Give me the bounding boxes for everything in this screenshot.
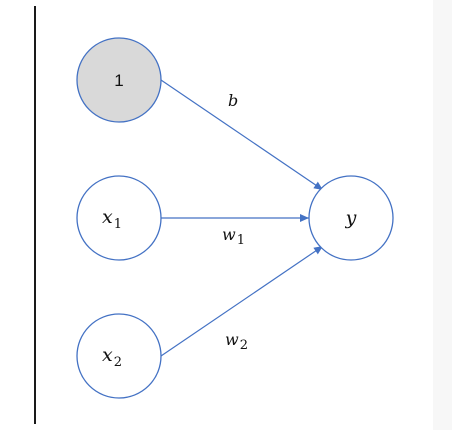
edge-x1-to-y: w1 — [161, 214, 309, 248]
node-bias-circle — [76, 37, 162, 123]
edge-line — [160, 245, 324, 357]
node-y-circle — [308, 175, 394, 261]
edge-label-w1-subscript: 1 — [237, 233, 245, 248]
node-y-label: y — [345, 207, 357, 229]
edge-label-w1: w1 — [222, 225, 245, 248]
node-bias: 1 — [76, 37, 162, 123]
edge-line — [160, 79, 324, 191]
edge-bias-to-y: b — [160, 79, 324, 191]
right-margin-strip — [433, 0, 452, 430]
node-x1: x1 — [76, 175, 162, 261]
node-x1-subscript: 1 — [114, 217, 122, 232]
edge-label-w2-letter: w — [225, 330, 239, 349]
edge-label-w2: w2 — [225, 330, 248, 353]
node-x1-letter: x — [102, 206, 113, 228]
node-x2-circle — [76, 313, 162, 399]
node-x1-circle — [76, 175, 162, 261]
node-y: y — [308, 175, 394, 261]
node-x1-label: x1 — [102, 206, 122, 232]
edge-label-b: b — [228, 91, 238, 110]
node-x2-letter: x — [102, 344, 113, 366]
node-x2-label: x2 — [102, 344, 122, 370]
edge-label-w1-letter: w — [222, 225, 236, 244]
node-x2-subscript: 2 — [114, 355, 122, 370]
left-border-line — [34, 6, 36, 424]
node-x2: x2 — [76, 313, 162, 399]
edge-x2-to-y: w2 — [160, 245, 324, 357]
edge-label-w2-subscript: 2 — [240, 338, 248, 353]
node-bias-label: 1 — [114, 71, 123, 90]
